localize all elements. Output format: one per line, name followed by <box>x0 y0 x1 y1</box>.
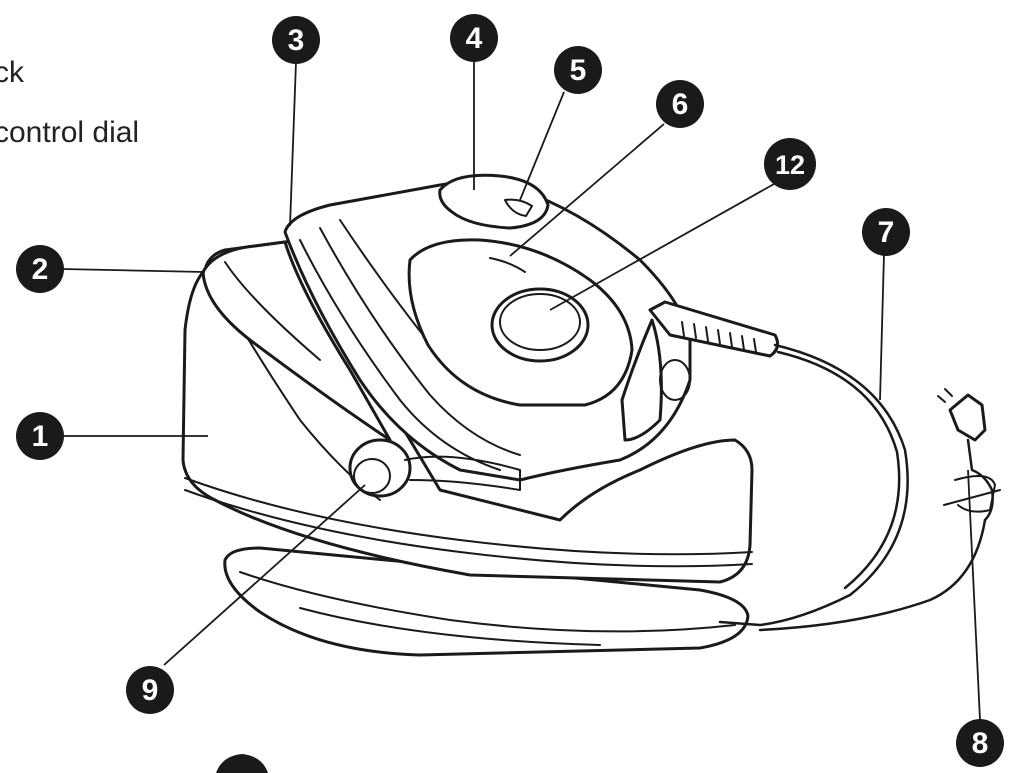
legend-item-partial: ck <box>0 56 24 89</box>
callout-7: 7 <box>862 208 910 256</box>
callout-5: 5 <box>554 46 602 94</box>
callout-2-label: 2 <box>32 253 49 286</box>
base-station-housing <box>181 238 754 584</box>
lock-button <box>348 438 521 498</box>
callout-8-label: 8 <box>972 727 989 760</box>
callout-2: 2 <box>16 245 64 293</box>
callout-3: 3 <box>272 16 320 64</box>
callout-4-label: 4 <box>466 22 483 55</box>
callout-5-label: 5 <box>570 54 587 87</box>
callout-9-label: 9 <box>142 674 159 707</box>
callout-12: 12 <box>764 138 816 190</box>
iron-handle <box>438 173 550 230</box>
power-plug <box>937 388 1001 522</box>
callout-partial-bottom <box>216 754 268 773</box>
power-cable <box>718 343 987 632</box>
callout-9: 9 <box>126 666 174 714</box>
legend-item-control-dial: control dial <box>0 116 140 149</box>
base-plate <box>223 546 750 657</box>
callout-1-label: 1 <box>32 420 49 453</box>
callout-7-label: 7 <box>878 216 895 249</box>
callout-8: 8 <box>956 719 1004 767</box>
callout-3-label: 3 <box>288 24 305 57</box>
callout-6: 6 <box>656 80 704 128</box>
callout-4: 4 <box>450 14 498 62</box>
callout-1: 1 <box>16 412 64 460</box>
leader-lines <box>61 60 981 721</box>
callout-12-label: 12 <box>775 150 805 180</box>
cable-strain-relief <box>620 300 780 442</box>
callout-6-label: 6 <box>672 88 689 121</box>
temperature-dial <box>490 287 590 363</box>
